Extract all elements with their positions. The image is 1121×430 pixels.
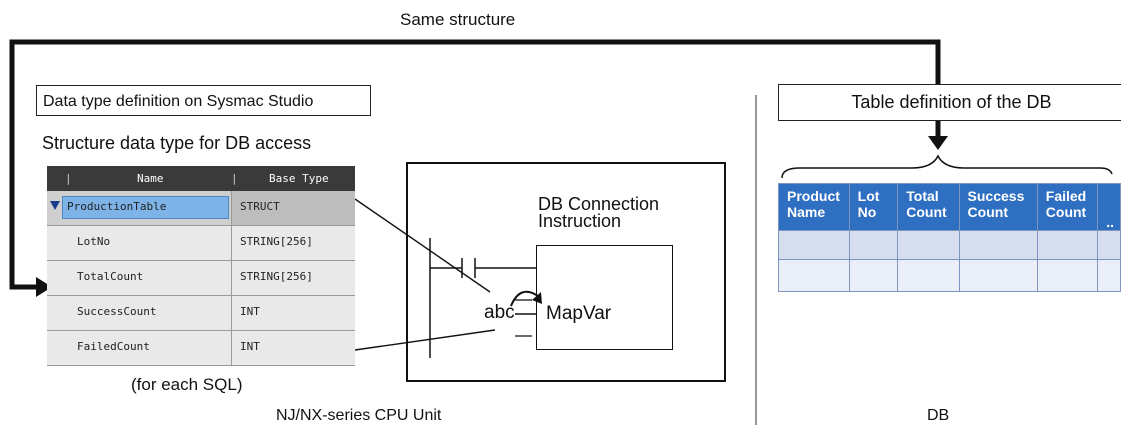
variable-label: abc xyxy=(484,302,515,323)
col-line2: No xyxy=(857,204,877,220)
instruction-block[interactable] xyxy=(536,245,673,350)
db-table: Product Name Lot No Total Count Success … xyxy=(778,183,1121,292)
db-table-header-row: Product Name Lot No Total Count Success … xyxy=(778,183,1121,231)
row-name: LotNo xyxy=(77,235,111,248)
col-line1: Lot xyxy=(857,188,880,204)
row-name: ProductionTable xyxy=(67,200,167,213)
db-column-failed-count: Failed Count xyxy=(1036,183,1099,231)
db-table-row xyxy=(778,259,1121,292)
db-column-lot-no: Lot No xyxy=(848,183,899,231)
col-line2: Count xyxy=(906,204,947,220)
table-row-lotno[interactable]: LotNo STRING[256] xyxy=(47,226,355,261)
db-column-success-count: Success Count xyxy=(958,183,1038,231)
row-type: INT xyxy=(240,305,260,318)
col-line1: .. xyxy=(1106,214,1114,230)
parameter-label: MapVar xyxy=(546,303,612,324)
cpu-unit-label: NJ/NX-series CPU Unit xyxy=(276,407,442,424)
curved-arrow xyxy=(510,290,539,307)
db-title-arrowhead xyxy=(928,136,948,150)
db-column-total-count: Total Count xyxy=(897,183,960,231)
db-table-title: Table definition of the DB xyxy=(778,84,1121,121)
instruction-panel xyxy=(406,162,726,382)
row-type: STRUCT xyxy=(240,200,280,213)
for-each-sql-note: (for each SQL) xyxy=(131,375,243,394)
table-row-successcount[interactable]: SuccessCount INT xyxy=(47,296,355,331)
db-label: DB xyxy=(927,407,950,424)
same-structure-arrowhead xyxy=(36,277,52,297)
structure-label: Structure data type for DB access xyxy=(42,133,312,153)
db-column-more: .. xyxy=(1097,183,1121,231)
row-name: SuccessCount xyxy=(77,305,157,318)
mapping-line-top xyxy=(354,198,491,293)
col-line1: Success xyxy=(967,188,1025,204)
col-line1: Failed xyxy=(1045,188,1087,204)
same-structure-label: Same structure xyxy=(400,10,516,29)
column-header-name: Name xyxy=(137,172,164,185)
db-table-row xyxy=(778,230,1121,260)
row-name: TotalCount xyxy=(77,270,144,283)
row-type: STRING[256] xyxy=(240,270,313,283)
col-line2: Name xyxy=(787,204,826,220)
mapping-line-bottom xyxy=(354,329,496,351)
definition-label: Data type definition on Sysmac Studio xyxy=(36,85,371,116)
col-line1: Total xyxy=(906,188,939,204)
same-structure-arrow xyxy=(9,39,941,290)
expand-triangle-icon[interactable] xyxy=(50,201,60,210)
structure-table-header: | Name | Base Type xyxy=(47,166,355,191)
column-header-base-type: Base Type xyxy=(269,172,329,185)
instruction-title-line1: DB Connection xyxy=(538,194,660,214)
curved-arrowhead xyxy=(532,292,542,304)
db-brace xyxy=(781,154,1113,179)
db-column-product-name: Product Name xyxy=(778,183,850,231)
col-line1: Product xyxy=(787,188,840,204)
row-type: STRING[256] xyxy=(240,235,313,248)
table-row-totalcount[interactable]: TotalCount STRING[256] xyxy=(47,261,355,296)
row-type: INT xyxy=(240,340,260,353)
row-name: FailedCount xyxy=(77,340,150,353)
instruction-title-line2: Instruction xyxy=(538,211,622,231)
table-row-productiontable[interactable]: ProductionTable STRUCT xyxy=(47,191,355,226)
col-line2: Count xyxy=(1045,204,1087,220)
col-line2: Count xyxy=(967,204,1008,220)
table-row-failedcount[interactable]: FailedCount INT xyxy=(47,331,355,366)
